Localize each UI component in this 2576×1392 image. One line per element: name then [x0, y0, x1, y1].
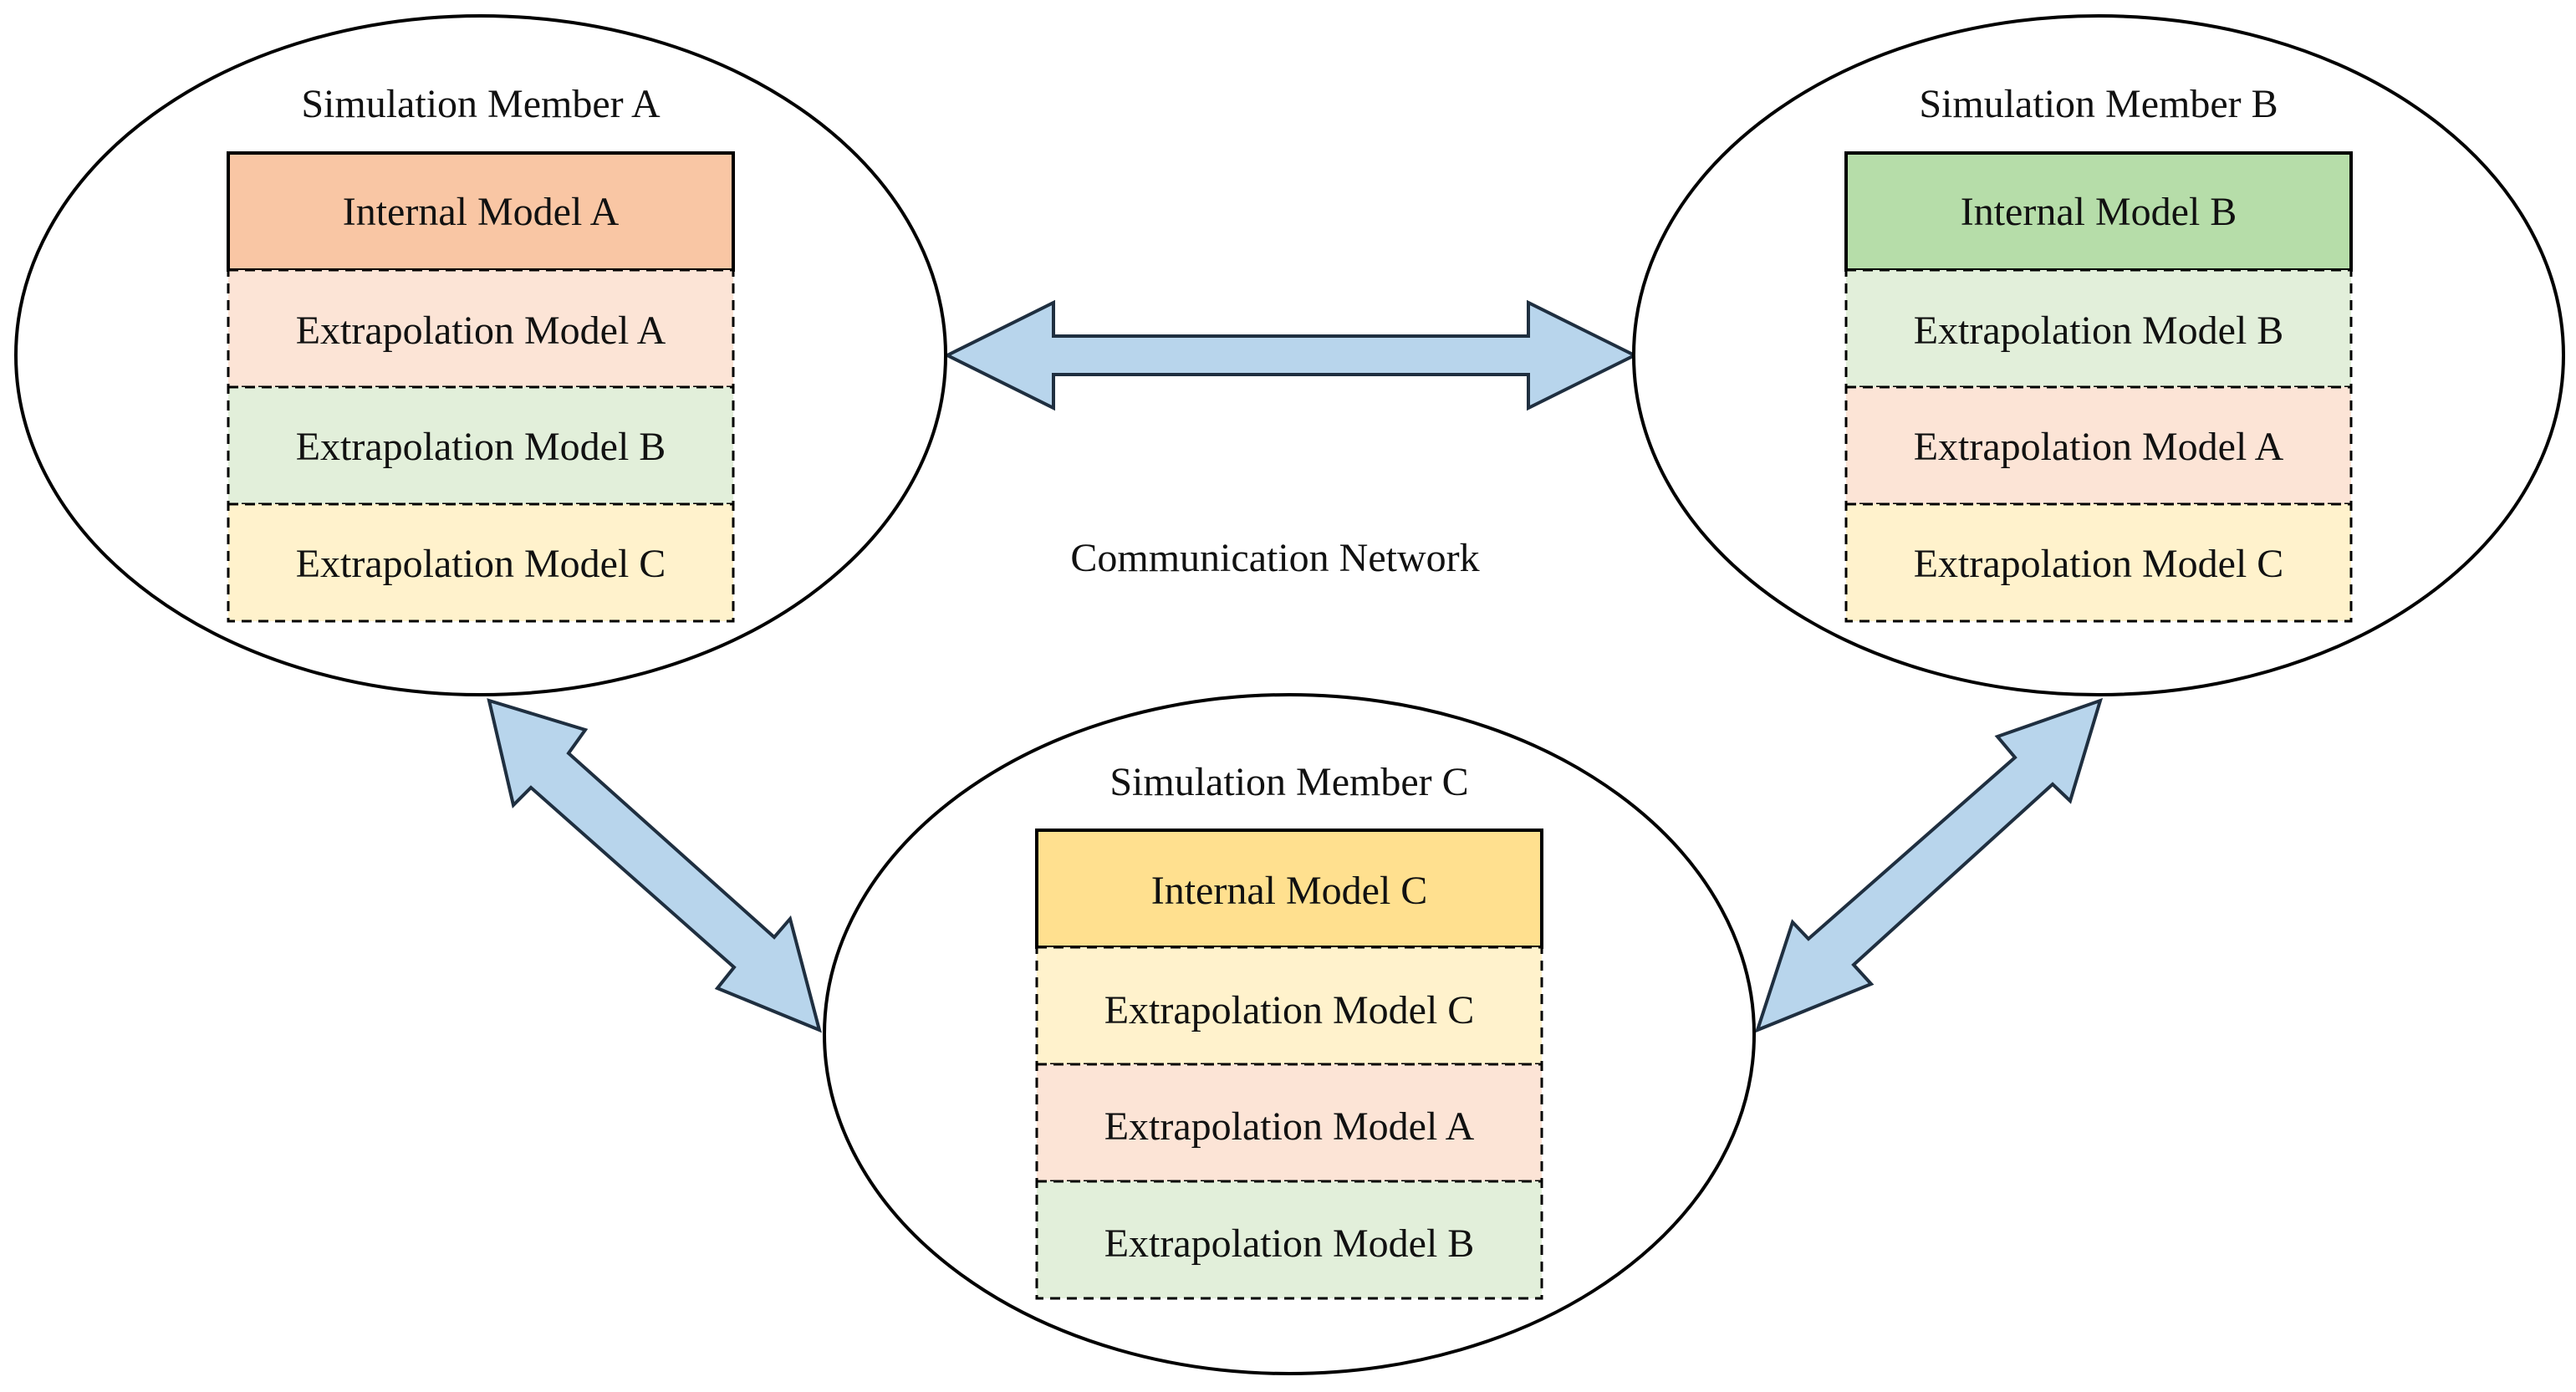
member-b-title: Simulation Member B [1919, 82, 2278, 126]
member-c-extrapolation-label: Extrapolation Model A [1104, 1104, 1475, 1149]
member-b-extrapolation-box [1844, 268, 2353, 389]
member-b-extrapolation-label: Extrapolation Model B [1914, 308, 2284, 353]
member-c-internal-model-label: Internal Model C [1151, 869, 1428, 913]
member-a-internal-model-box [227, 151, 735, 272]
member-b-extrapolation-label: Extrapolation Model A [1914, 425, 2284, 469]
communication-network-label: Communication Network [1070, 536, 1479, 580]
member-b-extrapolation-box [1844, 385, 2353, 506]
simulation-member-a: Simulation Member A Internal Model A Ext… [14, 14, 947, 696]
member-c-internal-model-box [1035, 829, 1543, 949]
arrow-b-c [1754, 697, 2104, 1033]
simulation-member-c: Simulation Member C Internal Model C Ext… [823, 693, 1756, 1375]
member-c-extrapolation-box [1035, 1180, 1543, 1300]
member-a-extrapolation-label: Extrapolation Model B [296, 425, 666, 469]
member-a-title: Simulation Member A [301, 82, 661, 126]
member-b-internal-model-box [1844, 151, 2353, 272]
member-b-extrapolation-label: Extrapolation Model C [1914, 542, 2284, 586]
member-a-extrapolation-box [227, 502, 735, 623]
member-c-extrapolation-label: Extrapolation Model B [1104, 1221, 1475, 1266]
arrow-a-c [487, 698, 822, 1033]
member-a-extrapolation-box [227, 385, 735, 506]
member-a-extrapolation-label: Extrapolation Model C [296, 542, 666, 586]
member-a-extrapolation-box [227, 268, 735, 389]
member-b-internal-model-label: Internal Model B [1961, 190, 2237, 234]
arrow-a-b [943, 299, 1639, 411]
member-c-title: Simulation Member C [1109, 760, 1468, 804]
member-c-extrapolation-box [1035, 1063, 1543, 1183]
member-a-internal-model-label: Internal Model A [343, 190, 620, 234]
member-a-extrapolation-label: Extrapolation Model A [296, 308, 666, 353]
member-b-extrapolation-box [1844, 502, 2353, 623]
member-c-extrapolation-label: Extrapolation Model C [1104, 988, 1475, 1033]
simulation-member-b: Simulation Member B Internal Model B Ext… [1632, 14, 2565, 696]
